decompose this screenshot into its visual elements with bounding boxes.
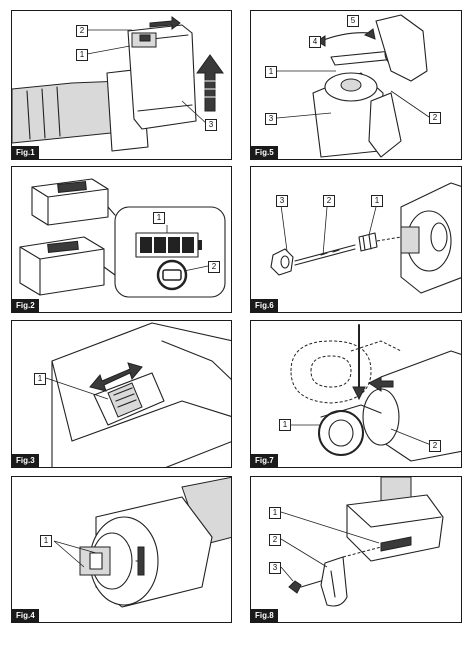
figure-label: Fig.5 <box>251 146 278 159</box>
figure-panel-4: 1 Fig.4 <box>11 476 232 623</box>
callout-1: 1 <box>265 66 277 78</box>
figure-label: Fig.4 <box>12 609 39 622</box>
callout-1: 1 <box>34 373 46 385</box>
battery-insertion-illustration <box>12 16 224 152</box>
callout-3: 3 <box>265 113 277 125</box>
figure-panel-3: 1 Fig.3 <box>11 320 232 468</box>
callout-2: 2 <box>429 112 441 124</box>
callout-3: 3 <box>269 562 281 574</box>
callout-2: 2 <box>76 25 88 37</box>
callout-3: 3 <box>276 195 288 207</box>
figure-label: Fig.2 <box>12 299 39 312</box>
callout-5: 5 <box>347 15 359 27</box>
callout-1: 1 <box>371 195 383 207</box>
figure-label: Fig.8 <box>251 609 278 622</box>
battery-indicator-illustration <box>19 178 226 298</box>
callout-2: 2 <box>269 534 281 546</box>
callout-2: 2 <box>323 195 335 207</box>
figure-label: Fig.7 <box>251 454 278 467</box>
switch-slide-illustration <box>45 322 231 467</box>
figure-panel-8: 1 2 3 Fig.8 <box>250 476 462 623</box>
figure-label: Fig.6 <box>251 299 278 312</box>
callout-4: 4 <box>309 36 321 48</box>
callout-1: 1 <box>269 507 281 519</box>
callout-2: 2 <box>429 440 441 452</box>
collet-assembly-illustration <box>270 182 461 294</box>
figure-panel-5: 5 4 1 2 3 Fig.5 <box>250 10 462 160</box>
figure-label: Fig.1 <box>12 146 39 159</box>
callout-1: 1 <box>153 212 165 224</box>
shaft-lock-illustration <box>53 477 231 608</box>
collet-nut-tightening-illustration <box>276 14 430 158</box>
callout-1: 1 <box>76 49 88 61</box>
figure-label: Fig.3 <box>12 454 39 467</box>
callout-1: 1 <box>279 419 291 431</box>
callout-2: 2 <box>208 261 220 273</box>
figure-panel-2: 1 2 Fig.2 <box>11 166 232 313</box>
guard-mounting-illustration <box>290 324 461 462</box>
hook-installation-illustration <box>280 477 444 607</box>
figure-panel-1: 2 1 3 Fig.1 <box>11 10 232 160</box>
callout-1: 1 <box>40 535 52 547</box>
figure-panel-7: 1 2 Fig.7 <box>250 320 462 468</box>
figure-panel-6: 3 2 1 Fig.6 <box>250 166 462 313</box>
callout-3: 3 <box>205 119 217 131</box>
